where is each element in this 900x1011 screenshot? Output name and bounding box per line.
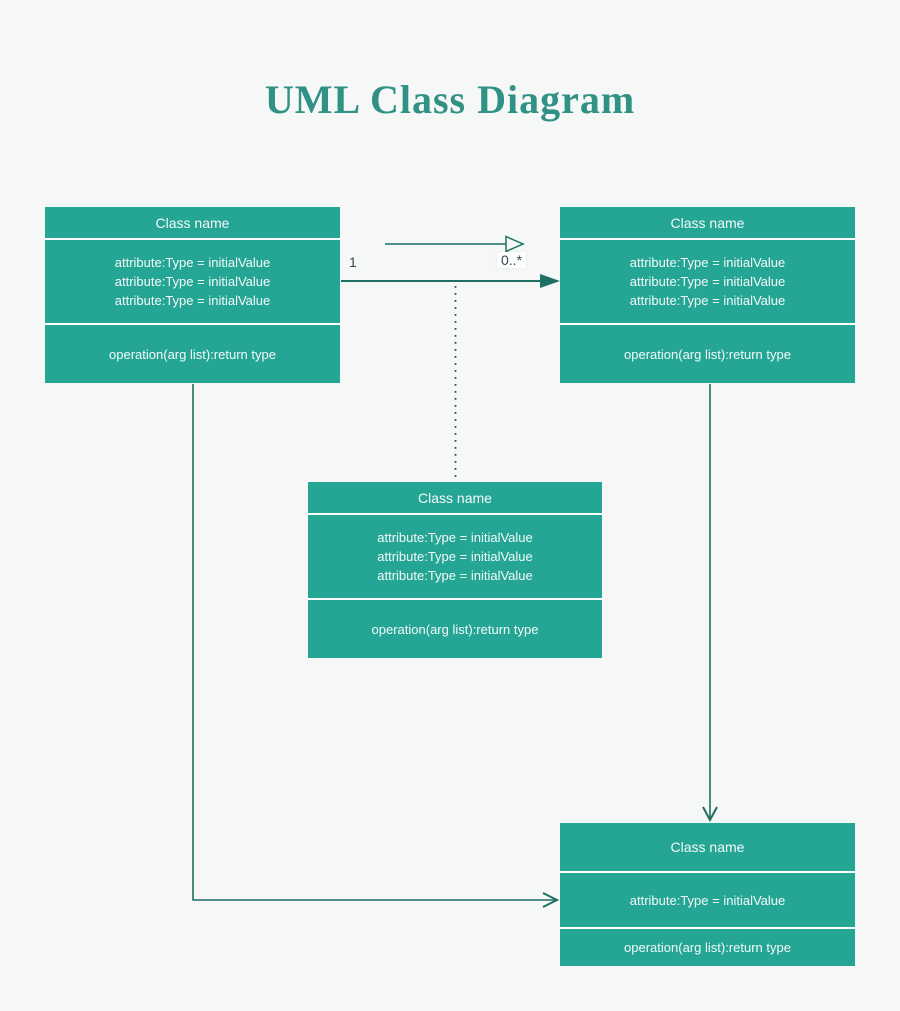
- attribute-line: attribute:Type = initialValue: [377, 530, 533, 545]
- operations-compartment: operation(arg list):return type: [560, 929, 855, 966]
- directed-association-vertical: [702, 384, 718, 823]
- attribute-line: attribute:Type = initialValue: [629, 274, 786, 289]
- attribute-line: attribute:Type = initialValue: [114, 293, 271, 308]
- solid-arrowhead: [540, 274, 560, 288]
- class-name-header: Class name: [418, 489, 492, 506]
- operation-line: operation(arg list):return type: [109, 346, 276, 362]
- operations-compartment: operation(arg list):return type: [560, 325, 855, 383]
- attribute-line: attribute:Type = initialValue: [114, 255, 271, 270]
- class-name-header: Class name: [670, 214, 745, 231]
- attribute-line: attribute:Type = initialValue: [114, 274, 271, 289]
- class-name-header: Class name: [155, 214, 230, 231]
- attribute-line: attribute:Type = initialValue: [629, 293, 786, 308]
- operations-compartment: operation(arg list):return type: [308, 600, 602, 658]
- attributes-compartment: attribute:Type = initialValue attribute:…: [308, 513, 602, 600]
- attribute-line: attribute:Type = initialValue: [377, 549, 533, 564]
- attributes-compartment: attribute:Type = initialValue attribute:…: [45, 238, 340, 325]
- class-name-header: Class name: [670, 839, 745, 855]
- open-triangle-arrowhead: [505, 235, 525, 253]
- class-box-top-left: Class name attribute:Type = initialValue…: [45, 207, 340, 383]
- association-arrow: [341, 274, 560, 288]
- attributes-compartment: attribute:Type = initialValue attribute:…: [560, 238, 855, 325]
- attributes-compartment: attribute:Type = initialValue: [560, 871, 855, 929]
- class-box-bottom-right: Class name attribute:Type = initialValue…: [560, 823, 855, 966]
- class-box-middle: Class name attribute:Type = initialValue…: [308, 482, 602, 658]
- operation-line: operation(arg list):return type: [624, 940, 791, 955]
- multiplicity-label-source: 1: [349, 254, 357, 270]
- attribute-line: attribute:Type = initialValue: [629, 255, 786, 270]
- open-v-arrowhead-down: [702, 806, 718, 823]
- class-box-top-right: Class name attribute:Type = initialValue…: [560, 207, 855, 383]
- operations-compartment: operation(arg list):return type: [45, 325, 340, 383]
- page-title: UML Class Diagram: [264, 77, 636, 122]
- attribute-line: attribute:Type = initialValue: [377, 568, 533, 583]
- multiplicity-label-target: 0..*: [497, 252, 527, 268]
- attribute-line: attribute:Type = initialValue: [629, 892, 786, 908]
- generalization-arrow: [385, 235, 525, 253]
- operation-line: operation(arg list):return type: [624, 346, 791, 362]
- operation-line: operation(arg list):return type: [371, 621, 539, 637]
- open-v-arrowhead-right: [542, 892, 560, 908]
